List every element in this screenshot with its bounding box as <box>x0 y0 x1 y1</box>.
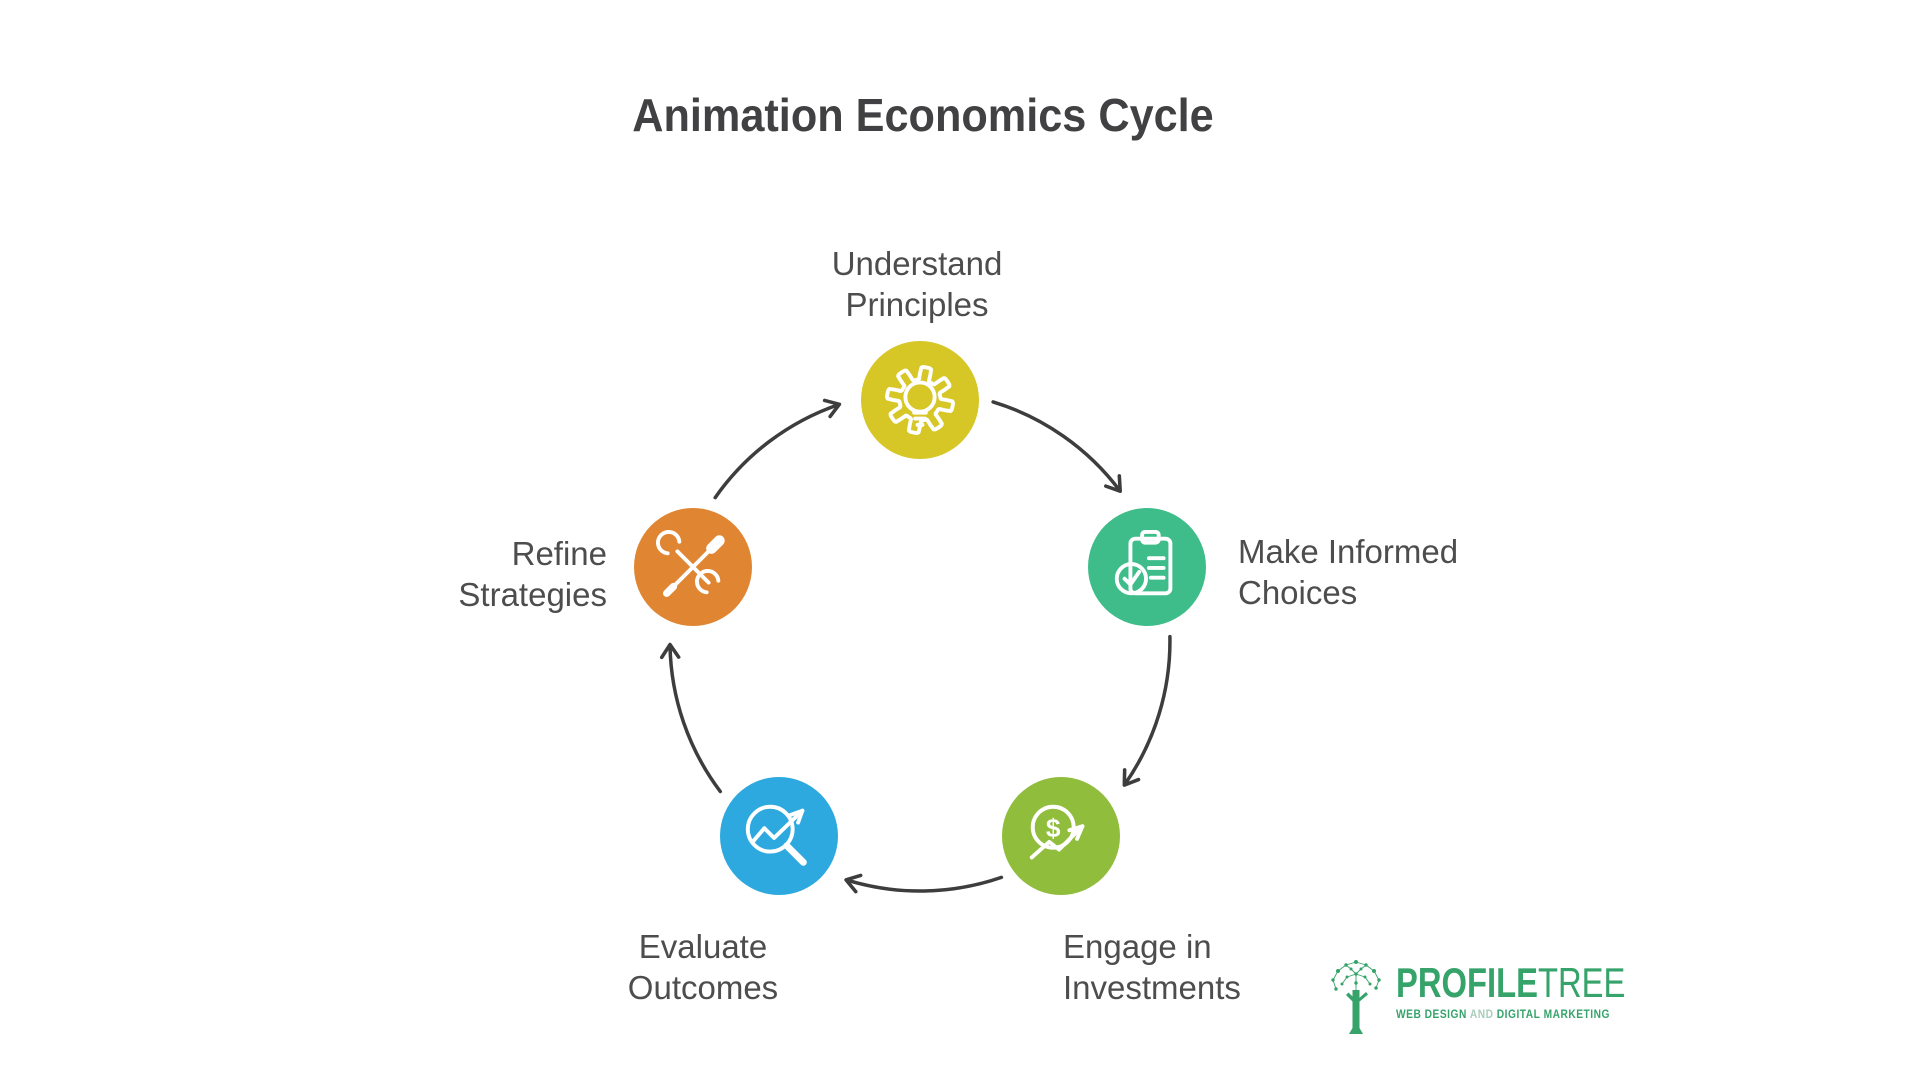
tagline-digital-marketing: DIGITAL MARKETING <box>1496 1007 1610 1021</box>
page-title: Animation Economics Cycle <box>632 89 1214 141</box>
node-refine-strategies <box>634 508 752 626</box>
arrow-make-to-engage <box>1122 634 1172 787</box>
brand-name-secondary: TREE <box>1537 959 1626 1006</box>
node-understand-principles <box>861 341 979 459</box>
tagline-and: AND <box>1469 1007 1494 1021</box>
arrow-engage-to-evaluate <box>844 873 1004 894</box>
profiletree-logo: PROFILETREE WEB DESIGN AND DIGITAL MARKE… <box>1326 956 1690 1040</box>
tagline-web-design: WEB DESIGN <box>1396 1007 1467 1021</box>
crossed-tools-icon <box>656 530 725 597</box>
node-evaluate-outcomes <box>720 777 838 895</box>
label-make-informed-choices: Make Informed Choices <box>1238 533 1459 611</box>
label-evaluate-outcomes: Evaluate Outcomes <box>627 928 779 1006</box>
arrow-refine-to-understand <box>713 398 842 500</box>
label-refine-strategies: Refine Strategies <box>458 535 607 613</box>
logo-text: PROFILETREE WEB DESIGN AND DIGITAL MARKE… <box>1396 956 1690 1022</box>
label-engage-in-investments: Engage in Investments <box>1063 928 1241 1006</box>
gear-lightbulb-icon <box>885 365 955 435</box>
label-understand-principles: Understand Principles <box>831 245 1003 323</box>
brand-name: PROFILETREE <box>1396 960 1625 1006</box>
brand-name-primary: PROFILE <box>1396 959 1538 1006</box>
dollar-glyph: $ <box>1046 813 1061 843</box>
node-make-informed-choices <box>1088 508 1206 626</box>
node-engage-in-investments: $ <box>1002 777 1120 895</box>
tree-icon <box>1331 960 1381 1034</box>
arrow-understand-to-make <box>991 400 1122 493</box>
dollar-growth-icon: $ <box>1029 804 1085 860</box>
brand-tagline: WEB DESIGN AND DIGITAL MARKETING <box>1396 1007 1646 1021</box>
clipboard-check-icon <box>1114 529 1173 596</box>
arrow-evaluate-to-refine <box>659 642 723 794</box>
magnifier-trend-icon <box>745 804 807 866</box>
